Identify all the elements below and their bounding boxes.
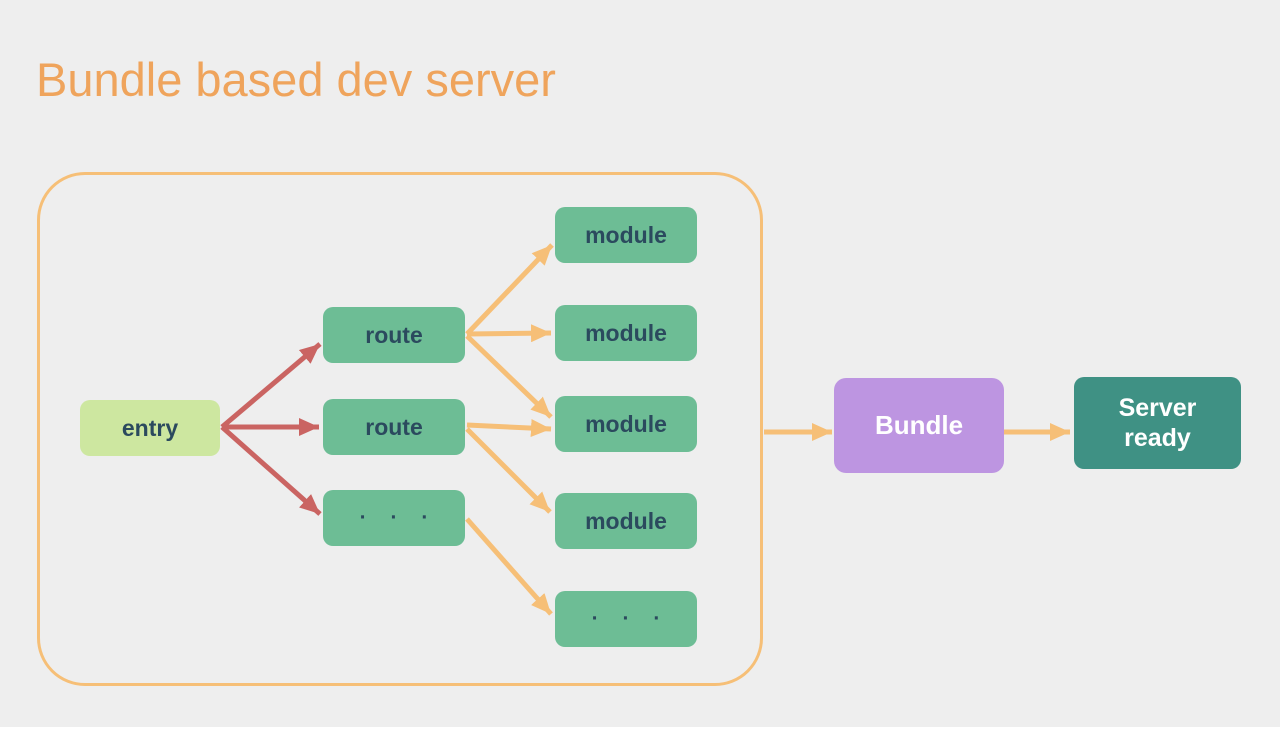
slide-title: Bundle based dev server <box>36 53 556 106</box>
module-node-2: module <box>555 305 697 361</box>
bundle-node: Bundle <box>834 378 1004 473</box>
module-node-3: module <box>555 396 697 452</box>
route-node-1: route <box>323 307 465 363</box>
module-node-4: module <box>555 493 697 549</box>
route-node-ellipsis: · · · <box>323 490 465 546</box>
module-node-1: module <box>555 207 697 263</box>
dev-server-group-outline <box>37 172 763 686</box>
server-ready-node: Server ready <box>1074 377 1241 469</box>
route-node-2: route <box>323 399 465 455</box>
module-node-ellipsis: · · · <box>555 591 697 647</box>
entry-node: entry <box>80 400 220 456</box>
